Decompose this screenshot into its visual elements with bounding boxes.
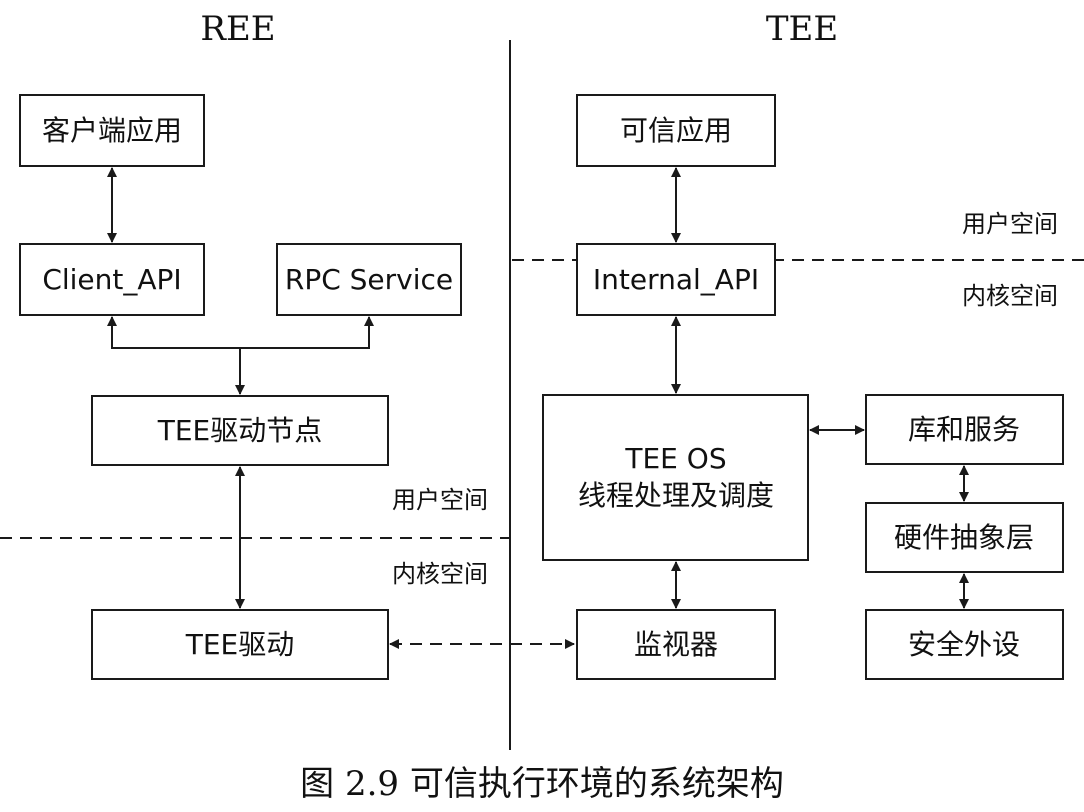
trusted-app-label: 可信应用 [620,114,732,147]
figure-caption: 图 2.9 可信执行环境的系统架构 [300,764,784,804]
ree-heading: REE [200,9,275,49]
trusted-app-box: 可信应用 [576,94,776,167]
tee-driver-label: TEE驱动 [185,628,295,661]
client-app-box: 客户端应用 [19,94,205,167]
client-api-label: Client_API [42,263,181,296]
internal-api-label: Internal_API [593,263,759,296]
api-rpc-fork-line [107,316,374,349]
libs-services-box: 库和服务 [865,394,1064,465]
secure-peripherals-label: 安全外设 [908,628,1020,661]
internal-api-box: Internal_API [576,243,776,316]
tee-user-space-label: 用户空间 [962,210,1058,238]
secure-peripherals-box: 安全外设 [865,609,1064,680]
ree-kernel-space-label: 内核空间 [392,560,488,588]
client-app-label: 客户端应用 [42,114,182,147]
tee-os-line1: TEE OS [624,442,726,475]
tee-heading: TEE [766,9,838,49]
monitor-label: 监视器 [634,628,718,661]
rpc-service-box: RPC Service [276,243,462,316]
tee-os-box: TEE OS 线程处理及调度 [542,394,809,561]
tee-os-line2: 线程处理及调度 [578,479,774,512]
rpc-service-label: RPC Service [285,263,453,296]
hal-box: 硬件抽象层 [865,502,1064,573]
monitor-box: 监视器 [576,609,776,680]
tee-kernel-space-label: 内核空间 [962,282,1058,310]
tee-driver-node-label: TEE驱动节点 [157,414,323,447]
tee-driver-node-box: TEE驱动节点 [91,395,389,466]
hal-label: 硬件抽象层 [894,521,1034,554]
libs-services-label: 库和服务 [908,413,1020,446]
ree-user-space-label: 用户空间 [392,486,488,514]
tee-driver-box: TEE驱动 [91,609,389,680]
client-api-box: Client_API [19,243,205,316]
